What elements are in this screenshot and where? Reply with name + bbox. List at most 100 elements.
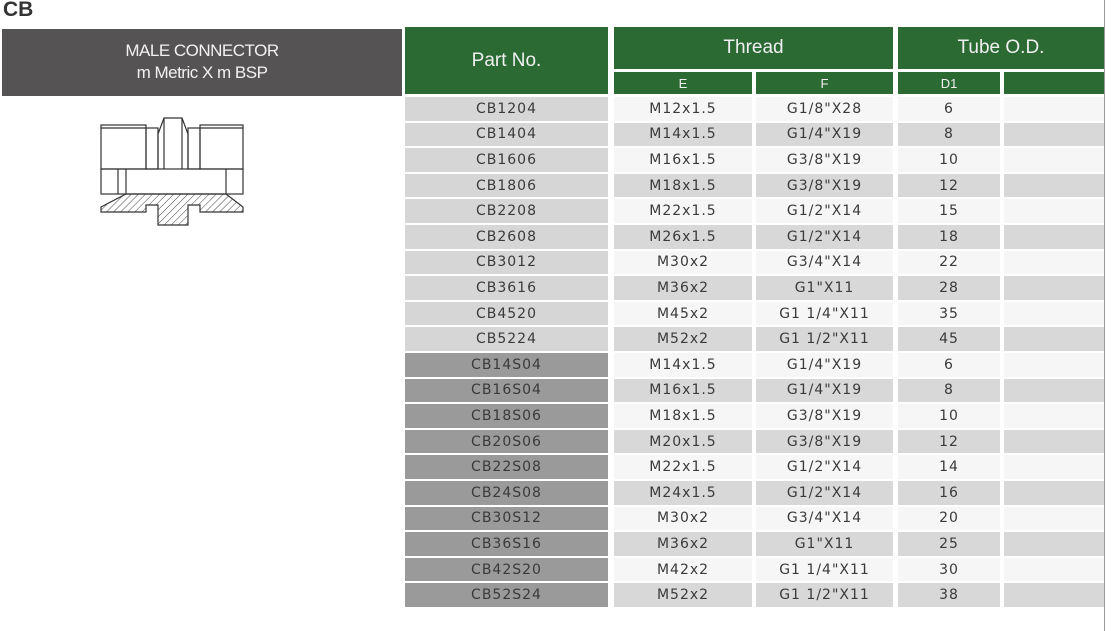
cell-blank — [1004, 532, 1104, 556]
cell-d1: 35 — [898, 301, 1000, 326]
cell-d1: 8 — [898, 122, 1000, 147]
cell-d1: 18 — [898, 225, 1000, 249]
cell-blank — [1004, 97, 1104, 121]
cell-blank — [1004, 327, 1104, 351]
cell-f: G1 1/4"X11 — [756, 301, 893, 326]
page-edge-divider — [1104, 0, 1105, 631]
cell-d1: 20 — [898, 506, 1000, 531]
cell-f: G3/4"X14 — [756, 250, 893, 275]
cell-part: CB16S04 — [405, 378, 608, 403]
cell-d1: 6 — [898, 97, 1000, 121]
cell-f: G1"X11 — [756, 532, 893, 556]
cell-f: G1"X11 — [756, 276, 893, 300]
cell-e: M24x1.5 — [614, 481, 752, 505]
cell-e: M18x1.5 — [614, 173, 752, 198]
cell-e: M14x1.5 — [614, 353, 752, 377]
header-blank — [1004, 72, 1104, 94]
cell-d1: 10 — [898, 148, 1000, 172]
cell-e: M16x1.5 — [614, 148, 752, 172]
cell-blank — [1004, 583, 1104, 607]
cell-blank — [1004, 353, 1104, 377]
cell-blank — [1004, 148, 1104, 172]
cell-d1: 30 — [898, 557, 1000, 582]
cell-blank — [1004, 250, 1104, 275]
cell-e: M36x2 — [614, 276, 752, 300]
cell-blank — [1004, 506, 1104, 531]
cell-e: M22x1.5 — [614, 455, 752, 479]
cell-d1: 16 — [898, 481, 1000, 505]
cell-part: CB24S08 — [405, 481, 608, 505]
cell-f: G1 1/2"X11 — [756, 583, 893, 607]
cell-part: CB30S12 — [405, 506, 608, 531]
cell-part: CB3012 — [405, 250, 608, 275]
cell-e: M30x2 — [614, 250, 752, 275]
product-subtitle: m Metric X m BSP — [136, 63, 268, 82]
page-title: CB — [3, 0, 34, 21]
cell-d1: 45 — [898, 327, 1000, 351]
cell-f: G3/8"X19 — [756, 404, 893, 428]
cell-e: M30x2 — [614, 506, 752, 531]
cell-f: G3/8"X19 — [756, 148, 893, 172]
cell-part: CB1204 — [405, 97, 608, 121]
cell-part: CB52S24 — [405, 583, 608, 607]
cell-part: CB36S16 — [405, 532, 608, 556]
cell-d1: 12 — [898, 173, 1000, 198]
cell-e: M26x1.5 — [614, 225, 752, 249]
cell-part: CB14S04 — [405, 353, 608, 377]
cell-e: M16x1.5 — [614, 378, 752, 403]
cell-e: M18x1.5 — [614, 404, 752, 428]
cell-part: CB1404 — [405, 122, 608, 147]
cell-blank — [1004, 429, 1104, 454]
cell-e: M20x1.5 — [614, 429, 752, 454]
cell-part: CB18S06 — [405, 404, 608, 428]
cell-blank — [1004, 276, 1104, 300]
cell-e: M45x2 — [614, 301, 752, 326]
cell-blank — [1004, 378, 1104, 403]
cell-e: M22x1.5 — [614, 199, 752, 223]
cell-e: M36x2 — [614, 532, 752, 556]
cell-e: M42x2 — [614, 557, 752, 582]
cell-blank — [1004, 122, 1104, 147]
cell-blank — [1004, 557, 1104, 582]
cell-part: CB4520 — [405, 301, 608, 326]
cell-f: G1 1/4"X11 — [756, 557, 893, 582]
header-thread: Thread — [614, 27, 893, 69]
cell-d1: 6 — [898, 353, 1000, 377]
cell-blank — [1004, 301, 1104, 326]
cell-f: G1/2"X14 — [756, 455, 893, 479]
cell-e: M12x1.5 — [614, 97, 752, 121]
cell-f: G1 1/2"X11 — [756, 327, 893, 351]
cell-part: CB2608 — [405, 225, 608, 249]
cell-part: CB22S08 — [405, 455, 608, 479]
cell-blank — [1004, 225, 1104, 249]
cell-d1: 10 — [898, 404, 1000, 428]
cell-part: CB5224 — [405, 327, 608, 351]
header-d1: D1 — [898, 72, 1000, 94]
cell-d1: 38 — [898, 583, 1000, 607]
cell-f: G3/8"X19 — [756, 429, 893, 454]
cell-f: G3/4"X14 — [756, 506, 893, 531]
cell-f: G3/8"X19 — [756, 173, 893, 198]
cell-f: G1/2"X14 — [756, 199, 893, 223]
cell-f: G1/4"X19 — [756, 353, 893, 377]
cell-blank — [1004, 481, 1104, 505]
cell-d1: 8 — [898, 378, 1000, 403]
cell-part: CB1806 — [405, 173, 608, 198]
cell-part: CB20S06 — [405, 429, 608, 454]
cell-part: CB3616 — [405, 276, 608, 300]
cell-d1: 28 — [898, 276, 1000, 300]
cell-e: M52x2 — [614, 327, 752, 351]
product-name: MALE CONNECTOR — [125, 41, 279, 60]
header-part-no: Part No. — [405, 27, 608, 94]
cell-part: CB1606 — [405, 148, 608, 172]
cell-d1: 15 — [898, 199, 1000, 223]
cell-f: G1/2"X14 — [756, 481, 893, 505]
cell-f: G1/8"X28 — [756, 97, 893, 121]
cell-e: M14x1.5 — [614, 122, 752, 147]
cell-f: G1/4"X19 — [756, 378, 893, 403]
cell-d1: 25 — [898, 532, 1000, 556]
cell-d1: 14 — [898, 455, 1000, 479]
cell-blank — [1004, 199, 1104, 223]
cell-blank — [1004, 173, 1104, 198]
connector-drawing-icon — [100, 117, 244, 226]
